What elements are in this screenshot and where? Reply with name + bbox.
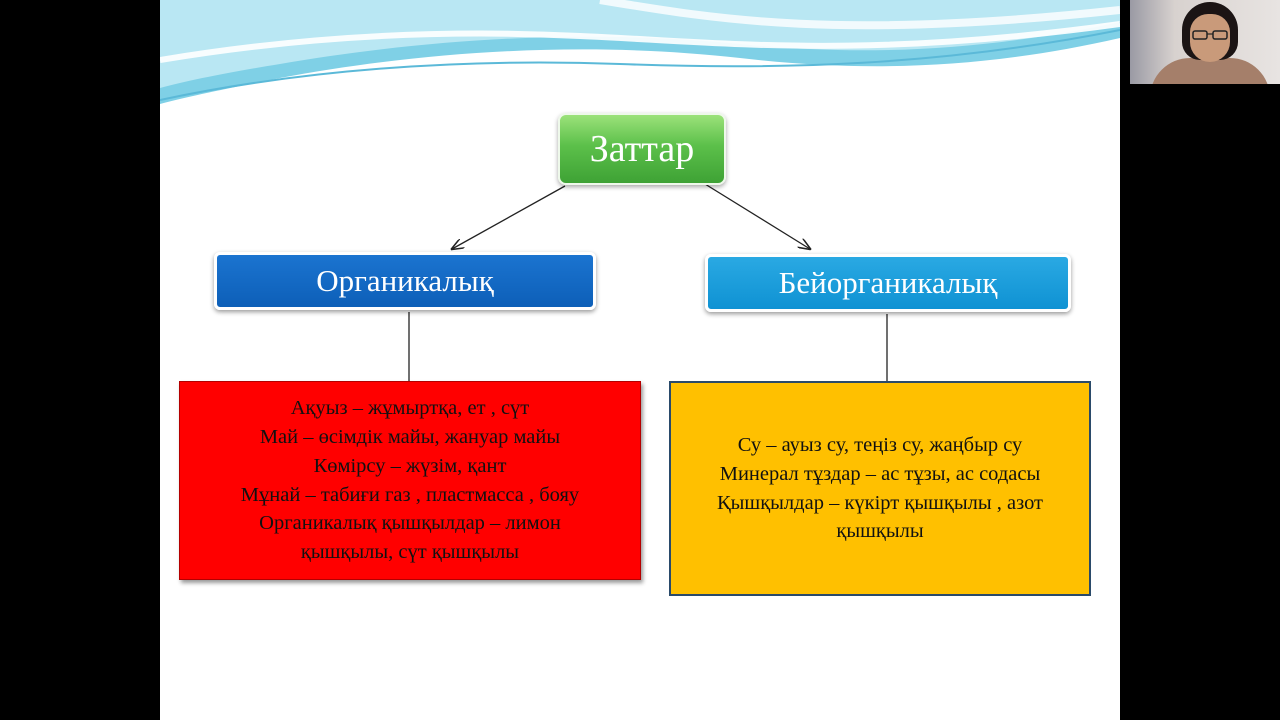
arrow-to-organic: [452, 185, 566, 249]
category-inorganic: Бейорганикалық: [705, 254, 1071, 312]
example-line: Мұнай – табиғи газ , пластмасса , бояу: [240, 483, 580, 506]
slide: Заттар Органикалық Бейорганикалық Ақуыз …: [160, 0, 1120, 720]
arrow-to-inorganic: [704, 183, 810, 249]
category-organic: Органикалық: [214, 252, 596, 310]
example-line: Органикалық қышқылдар – лимон: [259, 512, 561, 535]
example-line: Ақуыз – жұмыртқа, ет , сүт: [290, 397, 530, 420]
category-inorganic-label: Бейорганикалық: [778, 265, 998, 300]
example-line: қышқылы: [836, 520, 924, 543]
root-node-substances: Заттар: [558, 113, 726, 185]
presenter-webcam-thumbnail: [1130, 0, 1280, 84]
organic-examples-box: Ақуыз – жұмыртқа, ет , сүт Май – өсімдік…: [179, 381, 641, 580]
category-organic-label: Органикалық: [316, 263, 494, 298]
example-line: Май – өсімдік майы, жануар майы: [259, 426, 561, 449]
example-line: Минерал тұздар – ас тұзы, ас содасы: [719, 462, 1041, 485]
example-line: қышқылы, сүт қышқылы: [300, 540, 520, 563]
inorganic-examples-box: Су – ауыз су, теңіз су, жаңбыр су Минера…: [669, 381, 1091, 596]
example-line: Көмірсу – жүзім, қант: [313, 454, 507, 477]
example-line: Қышқылдар – күкірт қышқылы , азот: [716, 491, 1044, 514]
connector-lines: [408, 183, 888, 381]
example-line: Су – ауыз су, теңіз су, жаңбыр су: [737, 434, 1023, 457]
glasses-icon: [1192, 30, 1228, 40]
slide-header-wave-decoration: [160, 0, 1120, 104]
root-node-label: Заттар: [589, 128, 695, 170]
